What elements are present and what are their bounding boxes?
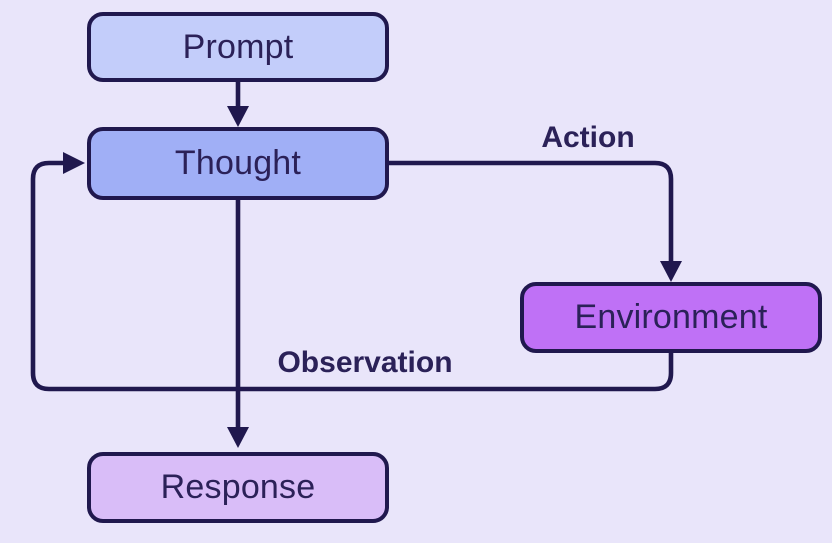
node-environment-label: Environment <box>574 298 768 336</box>
node-environment: Environment <box>520 282 822 353</box>
node-thought-label: Thought <box>174 144 302 182</box>
arrowhead-down-icon <box>227 427 249 448</box>
node-thought: Thought <box>87 127 389 200</box>
edge-label-action: Action <box>541 121 635 154</box>
arrowhead-right-icon <box>63 152 85 174</box>
arrowhead-down-icon <box>227 106 249 127</box>
edge-environment-to-thought <box>30 160 674 392</box>
arrowhead-down-icon <box>660 261 682 282</box>
edge-thought-to-environment <box>386 160 674 264</box>
edge-label-observation: Observation <box>277 346 453 379</box>
node-response: Response <box>87 452 389 523</box>
node-prompt-label: Prompt <box>182 27 294 66</box>
node-prompt: Prompt <box>87 12 389 82</box>
node-response-label: Response <box>160 468 316 506</box>
